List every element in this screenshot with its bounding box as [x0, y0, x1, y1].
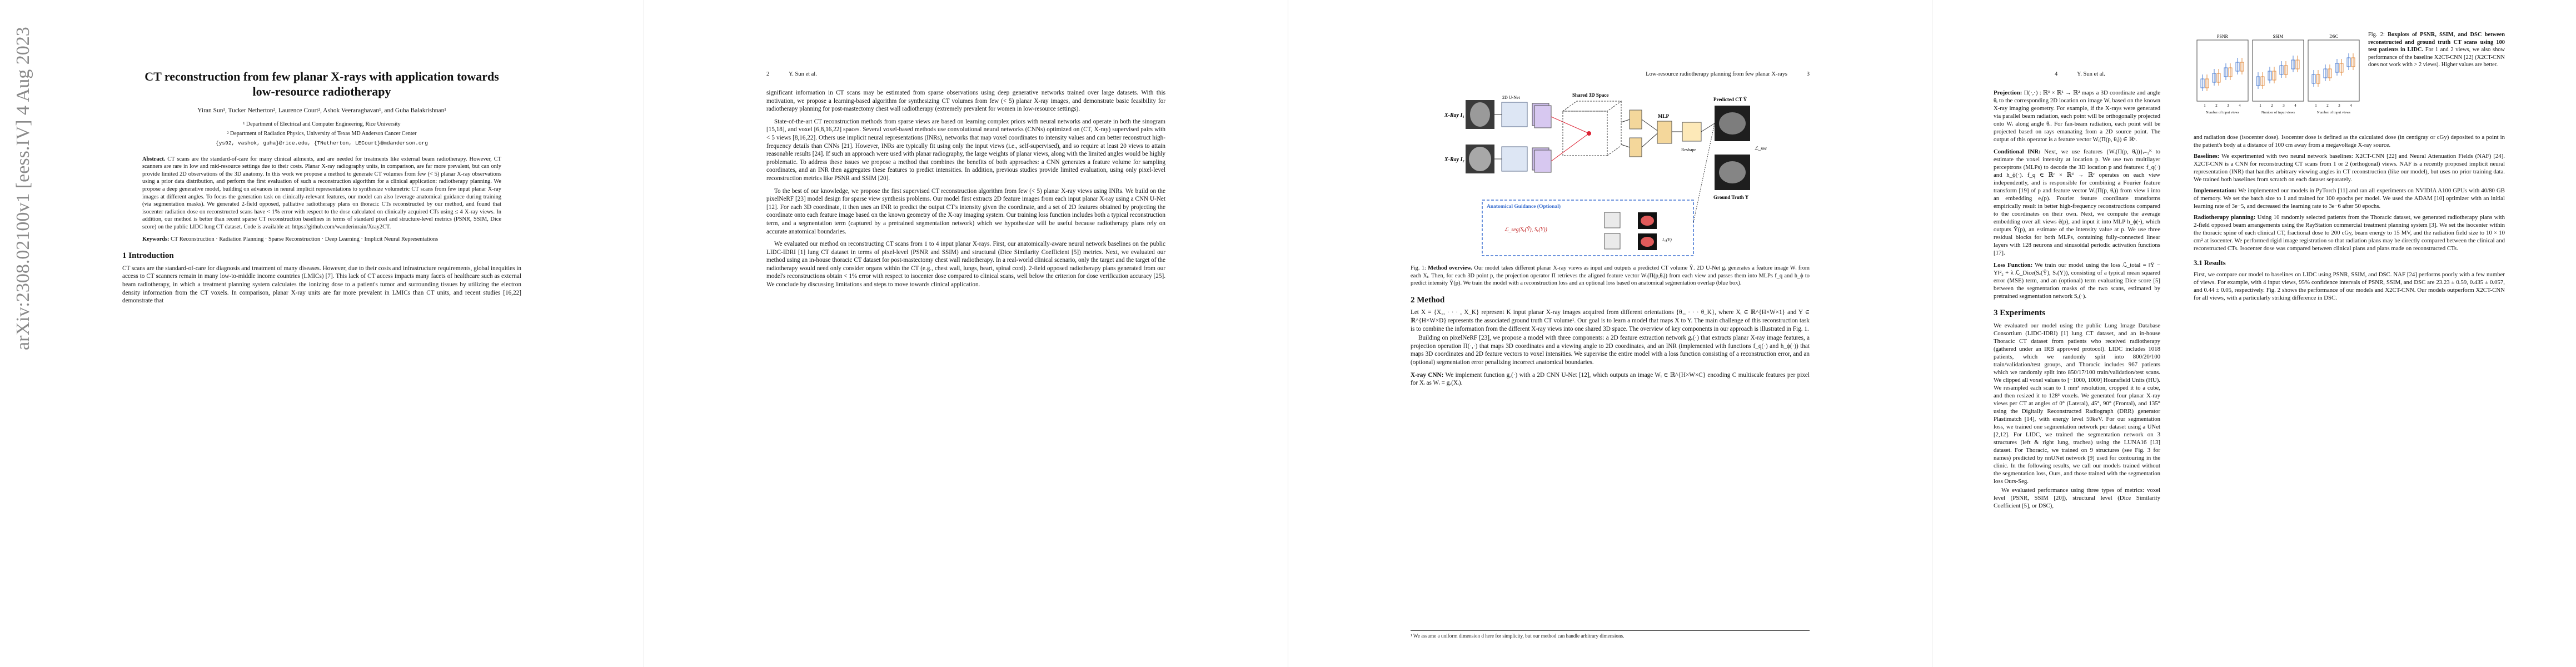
- paragraph: We evaluated our method on reconstructin…: [766, 241, 1165, 288]
- unet-label: 2D U-Net: [1502, 95, 1521, 100]
- boxplot-title: PSNR: [2217, 34, 2229, 39]
- segmentation-loss-label: ℒ_seg(Sₑ(Ŷ), Sₑ(Y)): [1504, 226, 1548, 233]
- unet-block-1: [1501, 102, 1528, 127]
- keywords: Keywords: CT Reconstruction · Radiation …: [142, 236, 501, 243]
- boxplot-panel: [2252, 39, 2304, 102]
- intro-paragraph: CT scans are the standard-of-care for di…: [122, 265, 521, 305]
- boxplot-tick-label: 4: [2294, 103, 2296, 108]
- boxplot-tick-label: 2: [2271, 103, 2273, 108]
- keywords-text: CT Reconstruction · Radiation Planning ·…: [171, 236, 439, 242]
- running-author: Y. Sun et al.: [789, 71, 817, 77]
- page-4: 4 Y. Sun et al. Projection: Π(·,·) : ℝ³ …: [1932, 0, 2576, 667]
- paragraph: Baselines: We experimented with two neur…: [2194, 153, 2505, 183]
- method-overview-figure: X-Ray I₁ X-Ray I₂ 2D U-Net Shared 3D Spa…: [1443, 89, 1777, 261]
- reshape-label: Reshape: [1681, 147, 1697, 152]
- method-heading: 2 Method: [1411, 295, 1445, 305]
- page-2: 2 Y. Sun et al. significant information …: [644, 0, 1288, 667]
- xray2-label: X-Ray I₂: [1444, 157, 1464, 163]
- boxplot-tick-label: 3: [2227, 103, 2229, 108]
- boxplot-tick-label: 3: [2338, 103, 2340, 108]
- figure-2-caption: Fig. 2: Boxplots of PSNR, SSIM, and DSC …: [2368, 32, 2505, 68]
- page-3: Low-resource radiotherapy planning from …: [1288, 0, 1932, 667]
- paragraph: State-of-the-art CT reconstruction metho…: [766, 118, 1165, 182]
- boxplot-tick-label: 1: [2259, 103, 2261, 108]
- paragraph: Building on pixelNeRF [23], we propose a…: [1411, 335, 1810, 366]
- shared-space-label: Shared 3D Space: [1572, 92, 1608, 98]
- mlp-label: MLP: [1658, 113, 1669, 119]
- boxplot-tick-label: 4: [2350, 103, 2352, 108]
- boxplot-tick-label: 2: [2326, 103, 2329, 108]
- paragraph: Loss Function: We train our model using …: [1994, 262, 2160, 300]
- page-1: arXiv:2308.02100v1 [eess.IV] 4 Aug 2023 …: [0, 0, 644, 667]
- running-author: Y. Sun et al.: [2077, 71, 2105, 77]
- running-header: 4 Y. Sun et al.: [2055, 71, 2454, 79]
- mlp-h-block: [1657, 121, 1672, 144]
- page-number: 3: [1806, 71, 1810, 77]
- boxplot-panel: [2308, 39, 2360, 102]
- footnote: ¹ We assume a uniform dimension d here f…: [1411, 630, 1810, 640]
- paragraph: significant information in CT scans may …: [766, 89, 1165, 113]
- keywords-label: Keywords:: [142, 236, 170, 242]
- boxplot-tick-label: 1: [2204, 103, 2206, 108]
- authors: Yiran Sun¹, Tucker Netherton², Laurence …: [197, 107, 446, 114]
- boxplot-xlabel: Number of input views: [2317, 111, 2351, 115]
- ground-truth-label: Ground Truth Y: [1713, 195, 1749, 200]
- abstract: Abstract. CT scans are the standard-of-c…: [142, 156, 501, 231]
- paragraph: We evaluated our model using the public …: [1994, 322, 2160, 485]
- unet-block-2: [1501, 146, 1528, 172]
- running-title: Low-resource radiotherapy planning from …: [1646, 71, 1787, 77]
- paragraph: First, we compare our model to baselines…: [2194, 271, 2505, 301]
- affiliation-2: ² Department of Radiation Physics, Unive…: [227, 130, 417, 137]
- paragraph: Radiotherapy planning: Using 10 randomly…: [2194, 214, 2505, 252]
- running-header: 2 Y. Sun et al.: [766, 71, 1165, 79]
- boxplot-xlabel: Number of input views: [2261, 111, 2295, 115]
- anatomical-guidance-label: Anatomical Guidance (Optional): [1487, 203, 1561, 210]
- boxplot-tick-label: 3: [2283, 103, 2285, 108]
- paragraph: Projection: Π(·,·) : ℝ³ × ℝ¹ → ℝ² maps a…: [1994, 89, 2160, 143]
- emails: {ys92, vashok, guha}@rice.edu, {TNethert…: [216, 140, 428, 146]
- boxplot-xlabel: Number of input views: [2206, 111, 2240, 115]
- arxiv-stamp: arXiv:2308.02100v1 [eess.IV] 4 Aug 2023: [13, 27, 33, 350]
- mask-label: Lᵢᵢ(Y): [1662, 237, 1672, 242]
- boxplot-tick-label: 2: [2215, 103, 2218, 108]
- figure-1-caption: Fig. 1: Method overview. Our model takes…: [1411, 265, 1810, 287]
- paragraph: X-ray CNN: We implement function gₑ(·) w…: [1411, 371, 1810, 387]
- boxplot-title: DSC: [2329, 34, 2338, 39]
- page-number: 4: [2055, 71, 2058, 77]
- paragraph: To the best of our knowledge, we propose…: [766, 187, 1165, 235]
- experiments-heading: 3 Experiments: [1994, 308, 2045, 317]
- shared-3d-space: [1562, 111, 1608, 156]
- boxplot-title: SSIM: [2273, 34, 2284, 39]
- method-diagram: X-Ray I₁ X-Ray I₂ 2D U-Net Shared 3D Spa…: [1444, 92, 1767, 256]
- running-header: Low-resource radiotherapy planning from …: [1411, 71, 1810, 79]
- results-heading: 3.1 Results: [2194, 259, 2226, 267]
- predicted-ct-label: Predicted CT Ŷ: [1713, 97, 1747, 102]
- boxplot-panel: [2196, 39, 2249, 102]
- xray1-label: X-Ray I₁: [1444, 112, 1464, 118]
- boxplot-tick-label: 4: [2239, 103, 2241, 108]
- abstract-text: CT scans are the standard-of-care for ma…: [142, 156, 501, 230]
- paragraph: Conditional INR: Next, we use features {…: [1994, 148, 2160, 256]
- intro-heading: 1 Introduction: [122, 251, 174, 261]
- mlp-f-block: [1629, 109, 1642, 130]
- paper-title: CT reconstruction from few planar X-rays…: [145, 69, 499, 98]
- paragraph: Implementation: We implemented our model…: [2194, 187, 2505, 210]
- recon-loss-label: ℒ_rec: [1755, 146, 1767, 151]
- abstract-label: Abstract.: [142, 156, 166, 162]
- paragraph: and radiation dose (isocenter dose). Iso…: [2194, 134, 2505, 148]
- page-number: 2: [766, 71, 770, 77]
- paragraph: Let X = {X₁, · · · , X_K} represent K in…: [1411, 309, 1810, 332]
- boxplot-tick-label: 1: [2315, 103, 2317, 108]
- paragraph: We evaluated performance using three typ…: [1994, 486, 2160, 509]
- affiliation-1: ¹ Department of Electrical and Computer …: [243, 121, 401, 127]
